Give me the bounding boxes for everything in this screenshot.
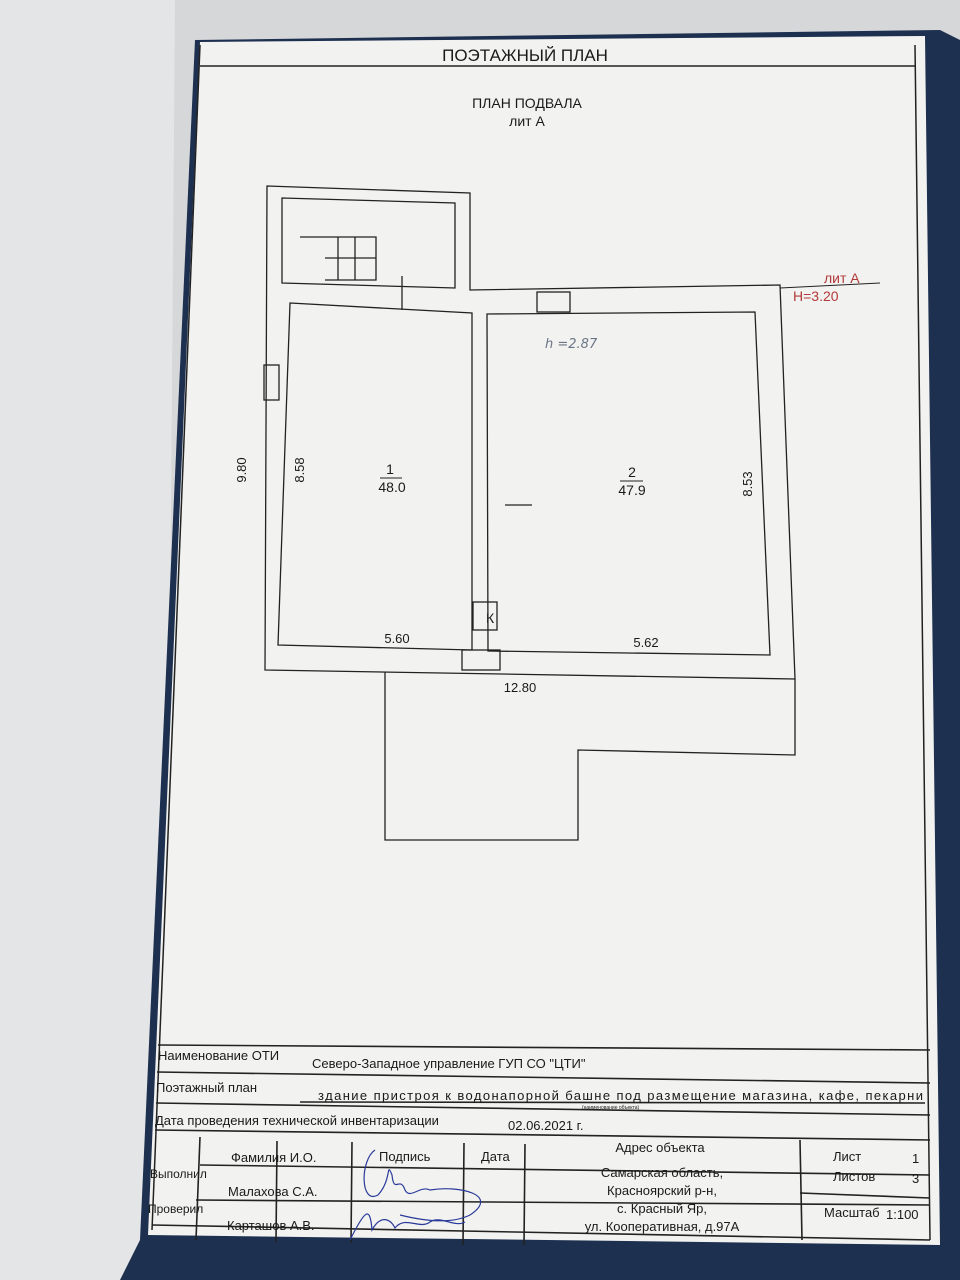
room-2-area: 47.9 — [618, 482, 645, 498]
frame-left — [151, 44, 201, 1231]
title-block — [151, 1044, 931, 1246]
window-left — [263, 364, 280, 401]
room-2-number: 2 — [628, 464, 636, 480]
room-2-length: 8.53 — [740, 471, 755, 496]
ceiling-height: h =2.87 — [545, 337, 598, 352]
oti-label: Наименование ОТИ — [158, 1048, 279, 1063]
object-caption: (наименование объекта) — [582, 1105, 640, 1111]
window-top — [536, 291, 571, 313]
chimney-box — [472, 601, 498, 631]
outer-wall — [264, 185, 796, 680]
overall-length: 9.80 — [234, 457, 249, 482]
col-name: Фамилия И.О. — [231, 1150, 317, 1165]
paper-sheet — [148, 36, 940, 1245]
plan-title: ПЛАН ПОДВАЛА — [472, 95, 582, 111]
address-line-3: с. Красный Яр, — [617, 1201, 707, 1216]
sheets-value: 3 — [912, 1171, 919, 1186]
plan-label: Поэтажный план — [156, 1080, 257, 1095]
address-line-1: Самарская область, — [601, 1165, 723, 1180]
room-2 — [486, 311, 771, 656]
room-1-width: 5.60 — [384, 631, 409, 646]
scale-value: 1:100 — [886, 1207, 919, 1222]
inventory-date: 02.06.2021 г. — [508, 1118, 583, 1133]
inventory-label: Дата проведения технической инвентаризац… — [155, 1113, 439, 1128]
room-2-width: 5.62 — [633, 635, 658, 650]
scale-label: Масштаб — [824, 1205, 880, 1220]
overall-width: 12.80 — [504, 680, 537, 695]
room-1-length: 8.58 — [292, 457, 307, 482]
performed-label: Выполнил — [150, 1167, 207, 1181]
oti-value: Северо-Западное управление ГУП СО "ЦТИ" — [312, 1056, 586, 1071]
page-title: ПОЭТАЖНЫЙ ПЛАН — [442, 46, 608, 65]
floor-plan — [263, 185, 796, 841]
room-1-area: 48.0 — [378, 479, 405, 495]
checked-name: Карташов А.В. — [227, 1218, 315, 1233]
stair-enclosure — [281, 197, 456, 289]
col-date: Дата — [481, 1149, 511, 1164]
left-page — [0, 0, 175, 1280]
room-1-number: 1 — [386, 461, 394, 477]
lit-label: лит А — [824, 270, 860, 286]
signature-icon — [349, 1149, 482, 1241]
performed-name: Малахова С.А. — [228, 1184, 318, 1199]
height-label: H=3.20 — [793, 288, 839, 304]
frame-right — [914, 44, 931, 1241]
sheet-value: 1 — [912, 1151, 919, 1166]
address-label: Адрес объекта — [615, 1140, 705, 1155]
checked-label: Проверил — [148, 1202, 203, 1216]
chimney-mark: К — [486, 610, 495, 626]
object-name: здание пристроя к водонапорной башне под… — [318, 1088, 923, 1103]
address-line-4: ул. Кооперативная, д.97А — [585, 1219, 740, 1234]
sheet-label: Лист — [833, 1149, 861, 1164]
sheets-label: Листов — [833, 1169, 875, 1184]
window-bottom — [461, 649, 501, 671]
adjacent-structure — [384, 672, 796, 841]
col-signature: Подпись — [379, 1149, 431, 1164]
plan-subtitle: лит А — [509, 113, 545, 129]
address-line-2: Красноярский р-н, — [607, 1183, 717, 1198]
